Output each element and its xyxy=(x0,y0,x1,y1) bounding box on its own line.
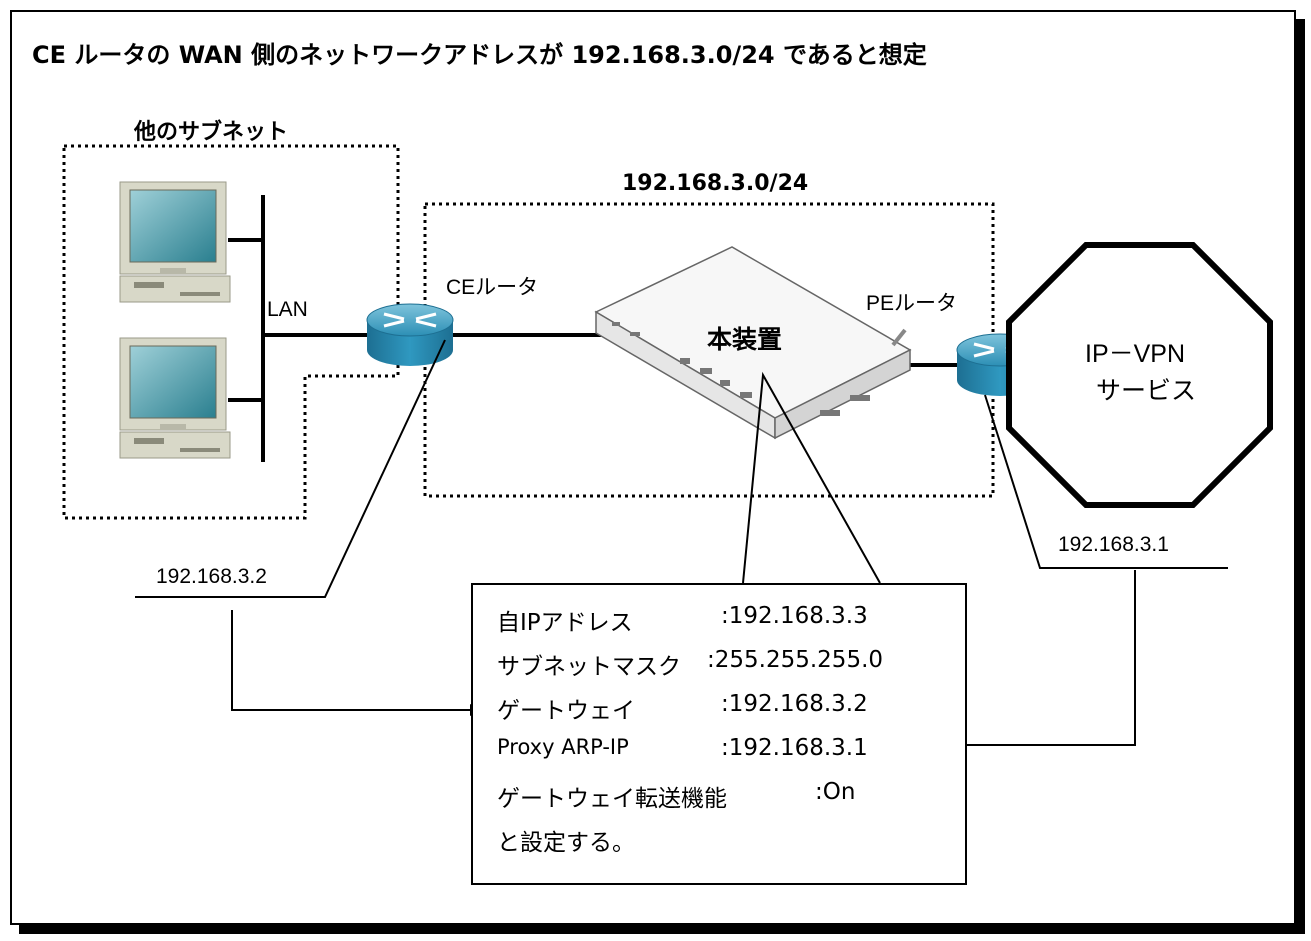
setting-value: :192.168.3.2 xyxy=(721,691,868,717)
ip-vpn-octagon xyxy=(1006,242,1273,508)
pe-ip-label: 192.168.3.1 xyxy=(1058,533,1169,556)
setting-value: :192.168.3.1 xyxy=(721,735,868,761)
settings-footer: と設定する。 xyxy=(497,830,635,856)
subnet-label: 192.168.3.0/24 xyxy=(622,171,809,196)
setting-key: Proxy ARP-IP xyxy=(497,735,629,759)
ce-router-label: CEルータ xyxy=(446,276,539,299)
setting-key: ゲートウェイ転送機能 xyxy=(497,786,727,812)
vpn-label-line2: サービス xyxy=(1096,377,1197,405)
proxy-arp-arrow xyxy=(915,570,1136,751)
other-subnet-boundary xyxy=(62,144,400,520)
device-icon xyxy=(594,246,912,440)
setting-value: :192.168.3.3 xyxy=(721,603,868,629)
setting-key: ゲートウェイ xyxy=(497,698,635,724)
setting-value: :255.255.255.0 xyxy=(707,647,884,673)
gateway-arrow xyxy=(231,610,482,716)
computer-icon xyxy=(119,181,231,303)
device-callout-line xyxy=(742,371,881,584)
ce-ip-callout-line xyxy=(135,339,446,598)
device-label: 本装置 xyxy=(707,325,783,354)
setting-key: 自IPアドレス xyxy=(497,610,633,636)
lan-label: LAN xyxy=(267,298,308,321)
page-title: CE ルータの WAN 側のネットワークアドレスが 192.168.3.0/24… xyxy=(32,41,927,69)
setting-key: サブネットマスク xyxy=(497,654,681,680)
pe-router-label: PEルータ xyxy=(866,292,958,315)
other-subnet-label: 他のサブネット xyxy=(134,120,289,145)
ce-ip-label: 192.168.3.2 xyxy=(156,565,267,588)
pe-ip-callout-line xyxy=(984,394,1228,569)
computer-icon xyxy=(119,337,231,459)
settings-box: 自IPアドレス :192.168.3.3 サブネットマスク :255.255.2… xyxy=(471,583,967,885)
setting-value: :On xyxy=(815,779,856,805)
ce-router-icon xyxy=(366,303,454,366)
vpn-label-line1: IP－VPN xyxy=(1085,340,1186,368)
